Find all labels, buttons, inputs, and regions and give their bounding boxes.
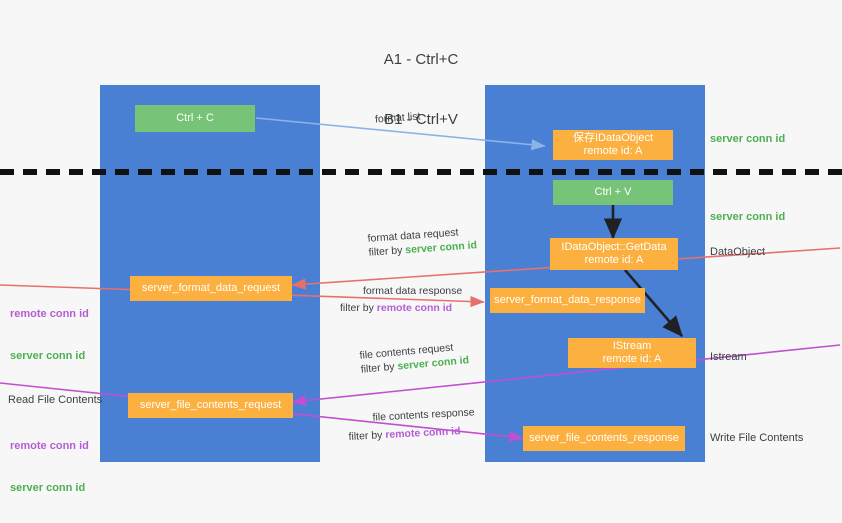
box-ctrl-c-line1: Ctrl + C bbox=[176, 112, 214, 124]
flow-label-format-data-request: format data request filter by server con… bbox=[367, 224, 477, 260]
annotation-file-conn-ids: remote conn id server conn id bbox=[10, 411, 89, 523]
box-ctrl-c[interactable]: Ctrl + C bbox=[135, 105, 255, 132]
box-ctrl-v[interactable]: Ctrl + V bbox=[553, 180, 673, 205]
flow-label-format-list-text: format list bbox=[374, 110, 421, 126]
flow-label-format-data-response: format data response filter by remote co… bbox=[340, 284, 463, 315]
flow-label-file-contents-request: file contents request filter by server c… bbox=[359, 339, 470, 376]
box-server-file-contents-request-line1: server_file_contents_request bbox=[139, 399, 282, 411]
box-idataobject-getdata[interactable]: IDataObject::GetData remote id: A bbox=[550, 238, 678, 270]
box-save-idataobject-line1: 保存IDataObject bbox=[572, 132, 654, 144]
box-istream[interactable]: IStream remote id: A bbox=[568, 338, 696, 368]
annotation-dataobject: DataObject bbox=[710, 246, 766, 258]
flow-label-format-data-response-filter: filter by remote conn id bbox=[340, 301, 462, 315]
box-istream-line1: IStream bbox=[612, 340, 652, 352]
annotation-format-server-conn-id: server conn id bbox=[10, 350, 86, 362]
filter-prefix: filter by bbox=[368, 244, 406, 259]
box-save-idataobject-line2: remote id: A bbox=[583, 145, 643, 157]
annotation-server-conn-id-second: server conn id bbox=[710, 211, 786, 223]
box-idataobject-getdata-line2: remote id: A bbox=[584, 254, 644, 266]
flow-label-file-contents-response: file contents response filter by remote … bbox=[348, 405, 476, 443]
filter-prefix: filter by bbox=[340, 302, 377, 314]
flow-label-format-data-response-text: format data response bbox=[363, 285, 463, 297]
flow-label-file-contents-response-text: file contents response bbox=[372, 406, 475, 424]
annotation-file-server-conn-id: server conn id bbox=[10, 482, 86, 494]
box-server-file-contents-request[interactable]: server_file_contents_request bbox=[128, 393, 293, 418]
filter-key-server-conn-id: server conn id bbox=[404, 239, 478, 257]
box-server-format-data-request[interactable]: server_format_data_request bbox=[130, 276, 292, 301]
annotation-format-remote-conn-id: remote conn id bbox=[10, 308, 89, 320]
box-server-format-data-response[interactable]: server_format_data_response bbox=[490, 288, 645, 313]
diagram-canvas: A1 - Ctrl+C B1 - Ctrl+V A1 remote B1 con… bbox=[0, 51, 842, 494]
box-istream-line2: remote id: A bbox=[602, 353, 662, 365]
box-save-idataobject[interactable]: 保存IDataObject remote id: A bbox=[553, 130, 673, 160]
annotation-istream: Istream bbox=[710, 351, 747, 363]
box-idataobject-getdata-line1: IDataObject::GetData bbox=[561, 241, 667, 253]
filter-prefix: filter by bbox=[348, 429, 386, 443]
annotation-file-remote-conn-id: remote conn id bbox=[10, 440, 89, 452]
box-server-format-data-response-line1: server_format_data_response bbox=[494, 294, 641, 306]
filter-key-remote-conn-id: remote conn id bbox=[376, 302, 453, 314]
annotation-format-conn-ids: remote conn id server conn id bbox=[10, 279, 89, 391]
box-server-file-contents-response-line1: server_file_contents_response bbox=[529, 432, 679, 444]
box-server-format-data-request-line1: server_format_data_request bbox=[141, 282, 281, 294]
flow-label-file-contents-response-filter: filter by remote conn id bbox=[348, 423, 476, 444]
annotation-server-conn-id-top: server conn id bbox=[710, 133, 786, 145]
phase-divider bbox=[0, 169, 842, 175]
filter-prefix: filter by bbox=[360, 360, 398, 376]
title-line-1: A1 - Ctrl+C bbox=[383, 51, 459, 68]
annotation-write-file-contents: Write File Contents bbox=[710, 432, 804, 444]
box-ctrl-v-line1: Ctrl + V bbox=[594, 186, 632, 198]
filter-key-remote-conn-id: remote conn id bbox=[384, 425, 461, 442]
box-server-file-contents-response[interactable]: server_file_contents_response bbox=[523, 426, 685, 451]
annotation-read-file-contents: Read File Contents bbox=[8, 394, 103, 406]
